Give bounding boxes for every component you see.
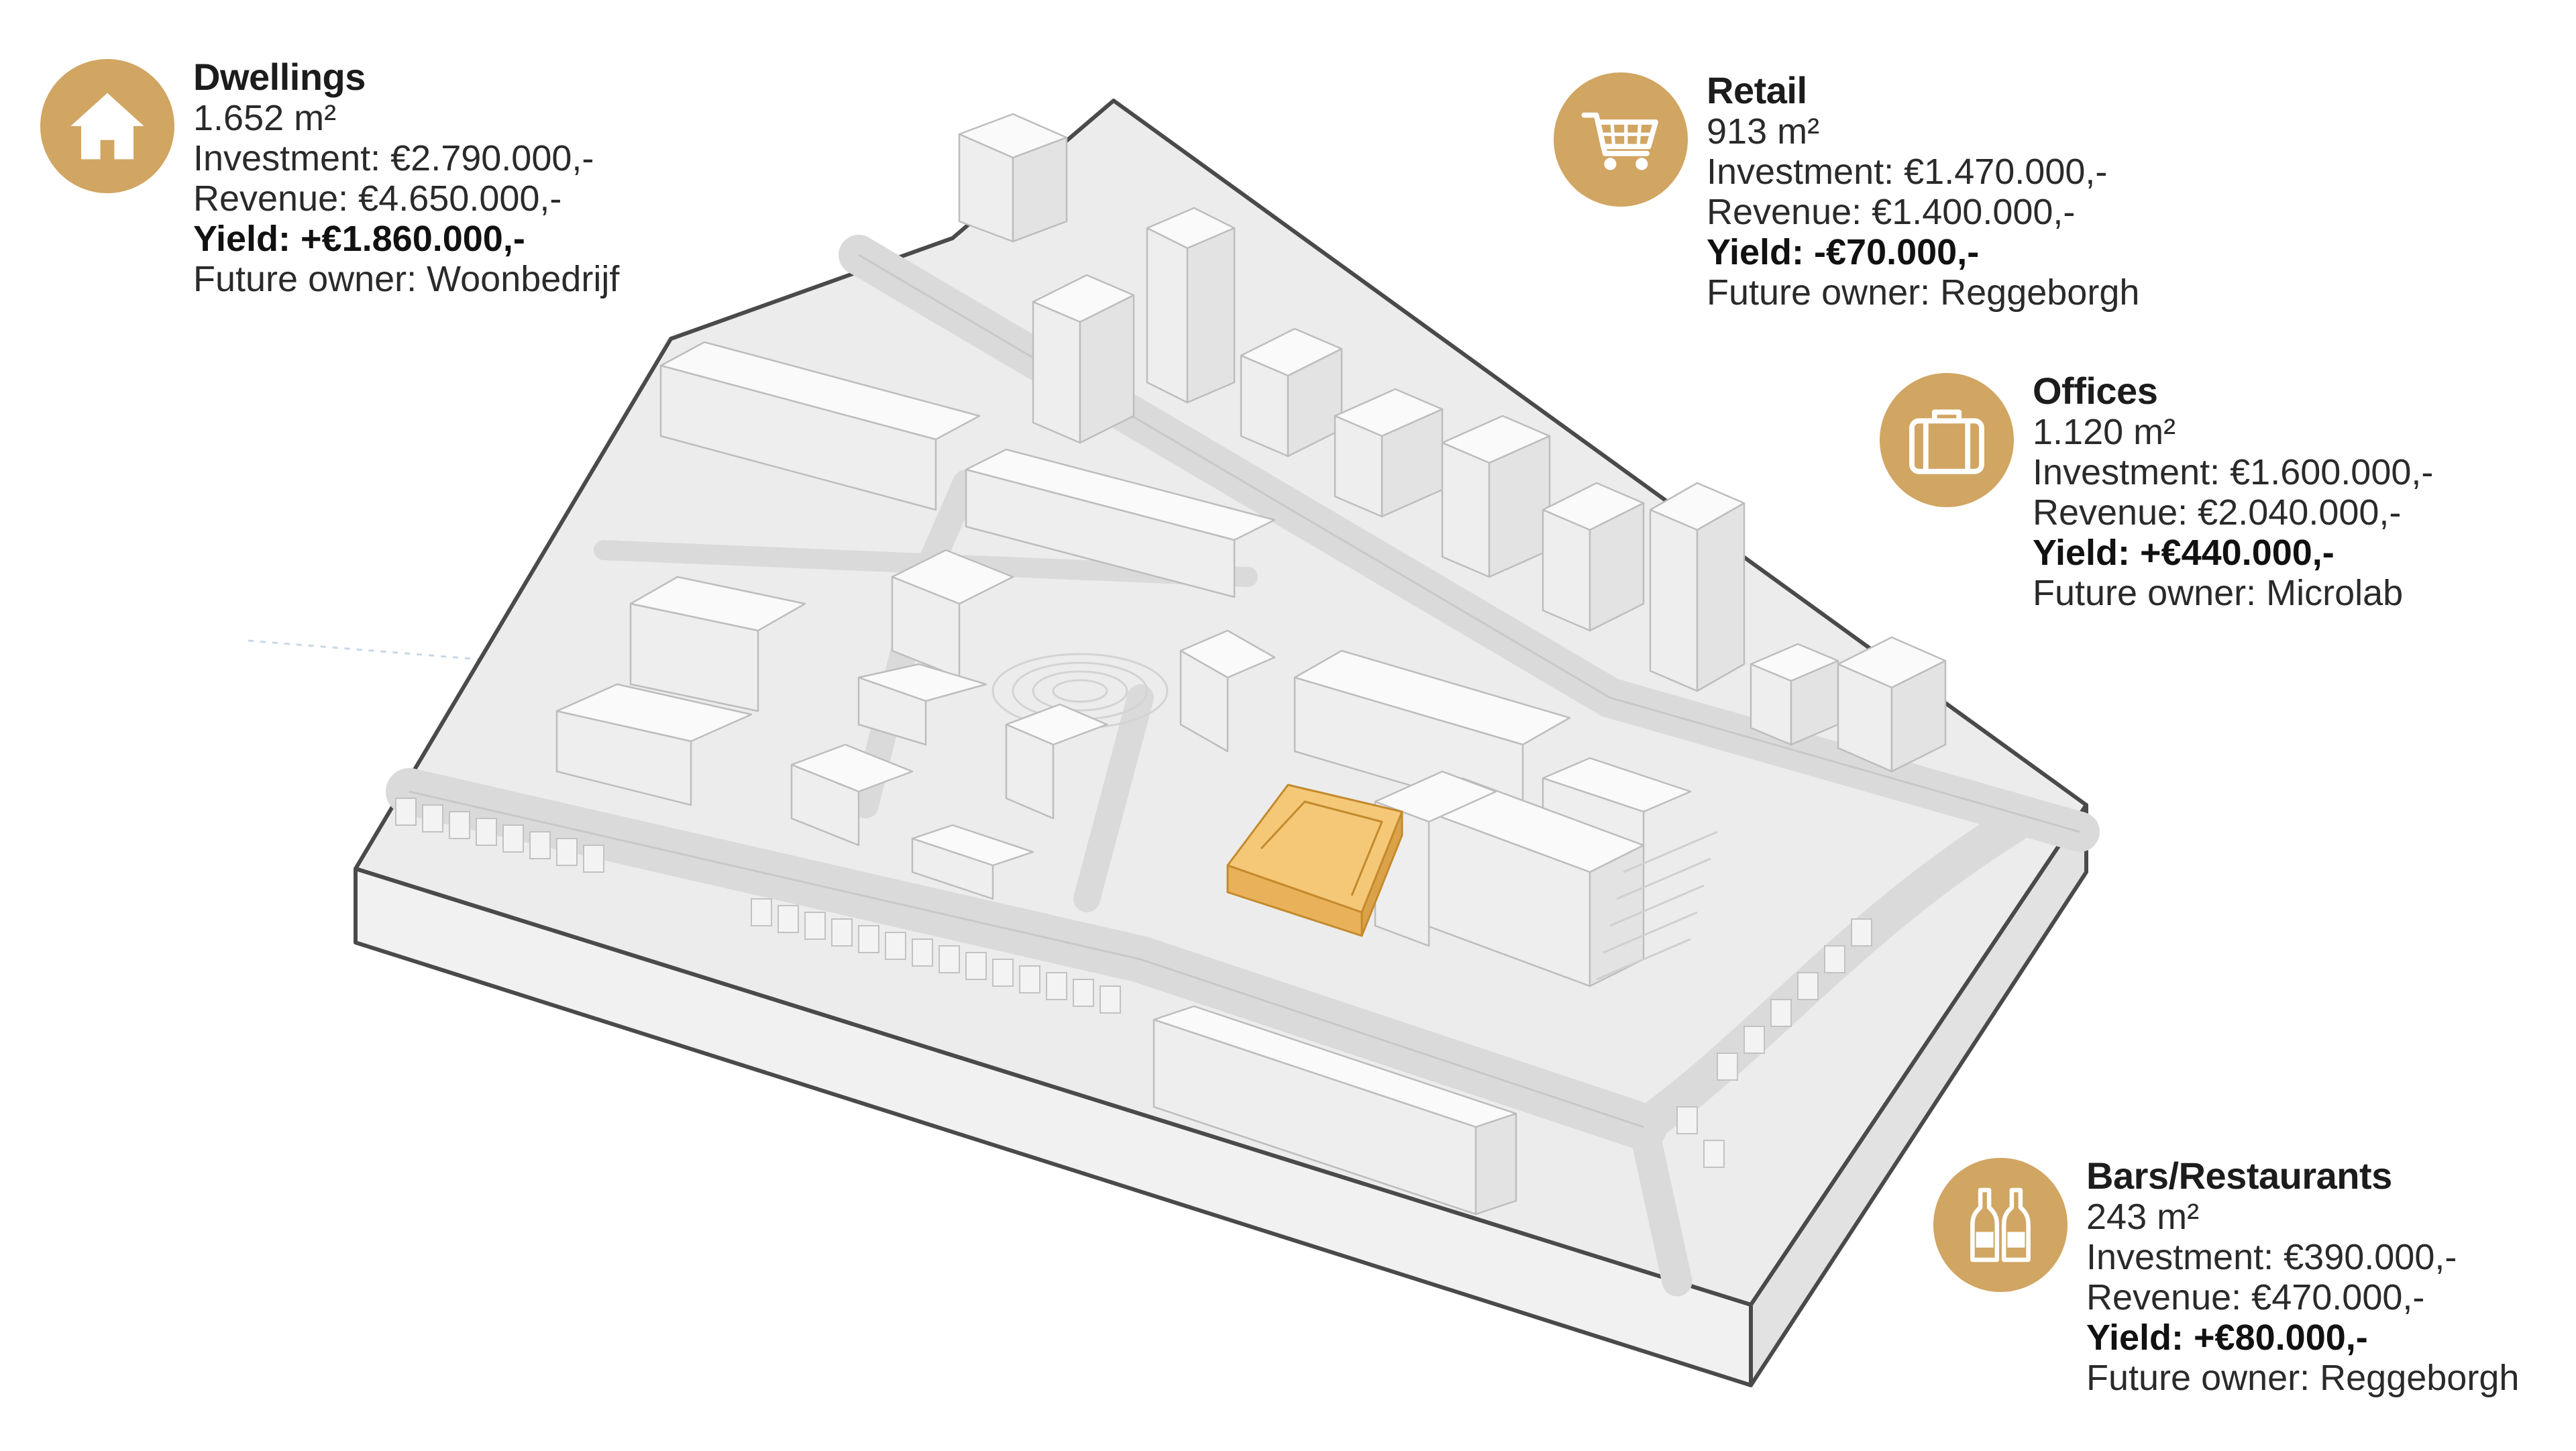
shopping-cart-icon [1581, 112, 1658, 170]
program-yield: Yield: -€70.000,- [1707, 232, 1980, 272]
program-area: 1.120 m² [2033, 412, 2176, 452]
program-revenue: Revenue: €2.040.000,- [2033, 492, 2402, 533]
house-icon-badge [40, 59, 174, 193]
survey-line [248, 639, 705, 679]
context-buildings [555, 113, 1947, 1216]
program-yield: Yield: +€80.000,- [2086, 1318, 2368, 1358]
program-name: Retail [1707, 69, 1807, 111]
house-icon [70, 93, 144, 160]
highlighted-project-building [1226, 784, 1403, 937]
program-area: 913 m² [1707, 111, 1820, 152]
shopping-cart-icon-badge [1554, 72, 1688, 207]
program-owner: Future owner: Reggeborgh [2086, 1358, 2520, 1398]
program-area: 243 m² [2086, 1197, 2200, 1237]
parking-rows [1596, 830, 1718, 981]
program-name: Offices [2033, 370, 2158, 412]
briefcase-icon-badge [1880, 373, 2014, 507]
bottles-icon [1970, 1187, 2031, 1262]
program-investment: Investment: €390.000,- [2086, 1237, 2457, 1277]
program-offices: Offices 1.120 m² Investment: €1.600.000,… [1880, 370, 2434, 613]
program-retail: Retail 913 m² Investment: €1.470.000,- R… [1554, 69, 2140, 313]
program-revenue: Revenue: €470.000,- [2086, 1277, 2425, 1318]
program-dwellings: Dwellings 1.652 m² Investment: €2.790.00… [40, 56, 620, 299]
briefcase-icon [1909, 409, 1984, 474]
program-yield: Yield: +€440.000,- [2033, 533, 2334, 573]
program-owner: Future owner: Woonbedrijf [193, 259, 620, 299]
program-bars-restaurants: Bars/Restaurants 243 m² Investment: €390… [1933, 1154, 2520, 1398]
program-owner: Future owner: Microlab [2033, 573, 2404, 613]
program-owner: Future owner: Reggeborgh [1707, 272, 2140, 313]
program-revenue: Revenue: €1.400.000,- [1707, 192, 2076, 232]
program-area: 1.652 m² [193, 98, 337, 138]
program-investment: Investment: €2.790.000,- [193, 138, 594, 178]
program-name: Dwellings [193, 56, 366, 98]
program-investment: Investment: €1.600.000,- [2033, 452, 2434, 492]
row-houses [395, 798, 1872, 1168]
program-revenue: Revenue: €4.650.000,- [193, 178, 562, 219]
program-name: Bars/Restaurants [2086, 1154, 2392, 1197]
program-investment: Investment: €1.470.000,- [1707, 152, 2108, 192]
bottles-icon-badge [1933, 1158, 2068, 1292]
program-yield: Yield: +€1.860.000,- [193, 219, 525, 259]
